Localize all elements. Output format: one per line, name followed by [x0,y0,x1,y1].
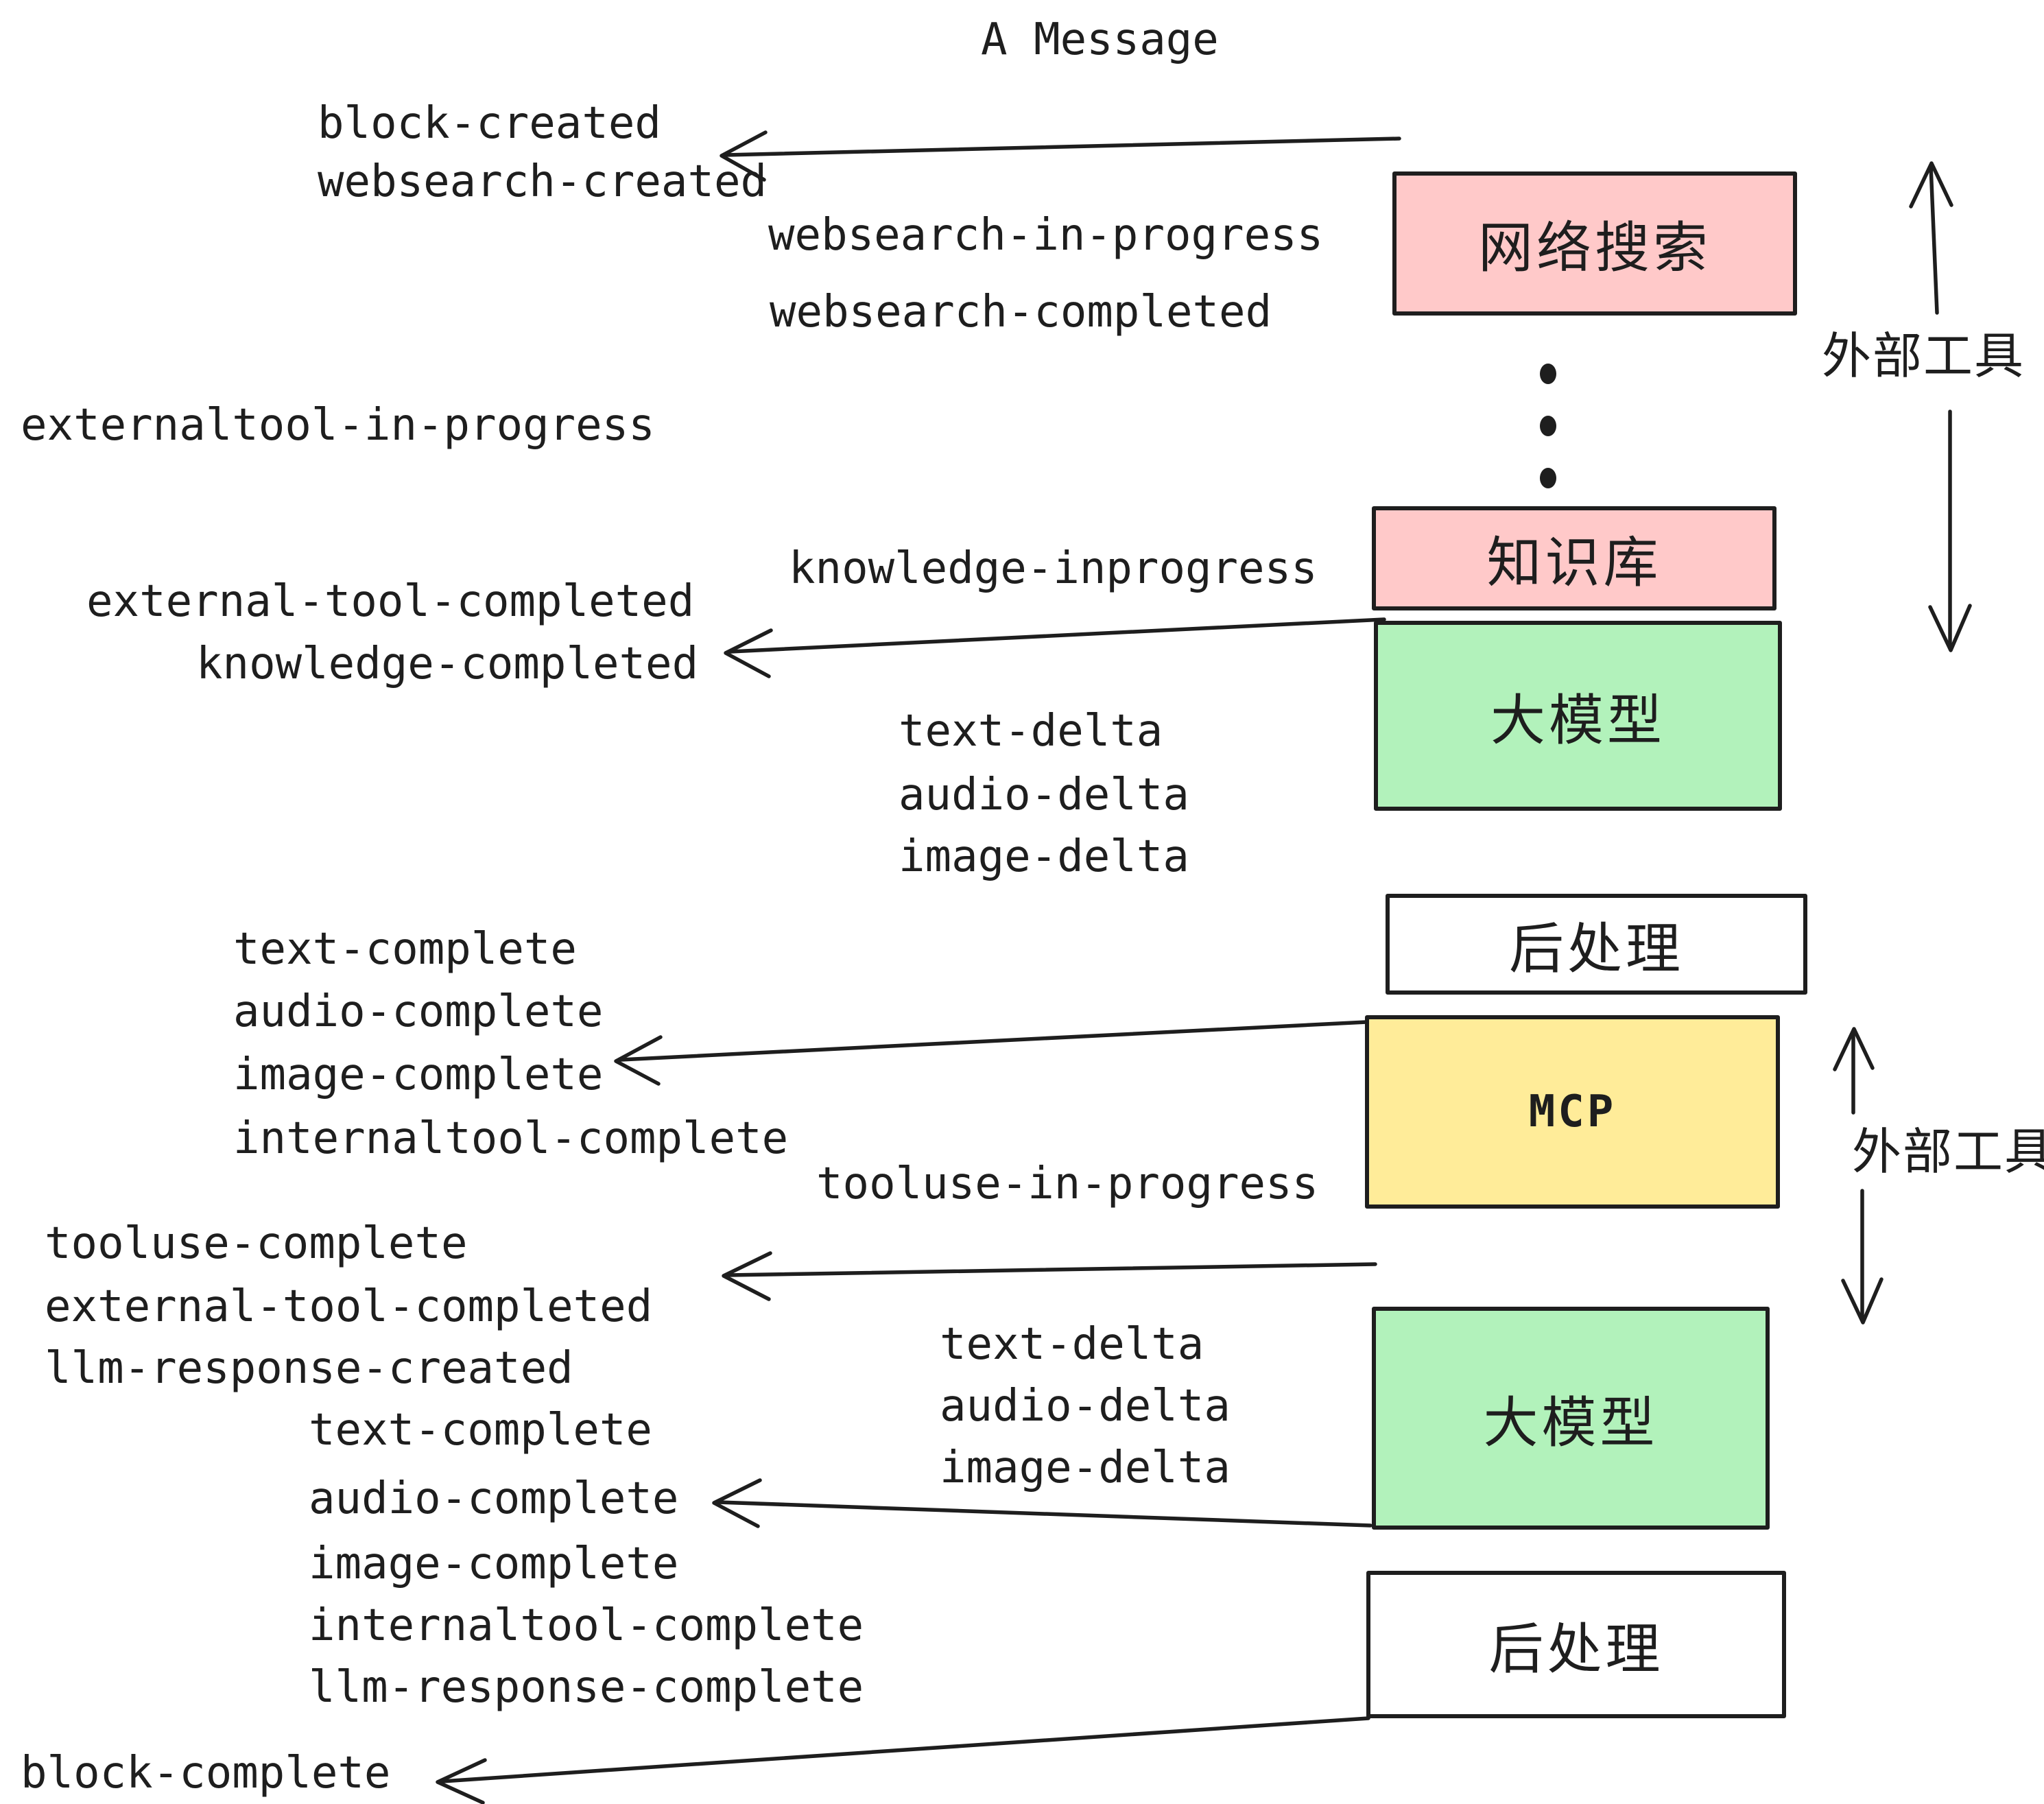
event-label-audio-delta-2: audio-delta [940,1381,1231,1432]
event-label-websearch-created: websearch-created [318,156,768,207]
event-label-externaltool-in-progress: externaltool-in-progress [21,400,655,451]
box-knowledge-label: 知识库 [1486,532,1662,593]
vertical-ellipsis-dot-1 [1540,364,1556,384]
box-mcp-label: MCP [1528,1087,1617,1137]
event-label-text-complete-1: text-complete [233,924,577,975]
event-label-llm-response-complete: llm-response-complete [309,1662,864,1713]
box-postprocess-2-label: 后处理 [1488,1618,1664,1680]
external-tools-span-arrow-up-1 [1909,161,1953,315]
event-label-text-complete-2: text-complete [309,1405,652,1456]
box-llm-2: 大模型 [1372,1307,1770,1530]
event-label-text-delta-1: text-delta [899,706,1163,757]
event-label-tooluse-in-progress: tooluse-in-progress [816,1159,1319,1209]
vertical-ellipsis-dot-2 [1540,416,1556,436]
box-mcp: MCP [1365,1015,1780,1209]
event-label-websearch-in-progress: websearch-in-progress [768,210,1324,261]
event-label-image-complete-1: image-complete [233,1049,604,1100]
event-label-image-delta-2: image-delta [940,1443,1231,1493]
box-postprocess-1-label: 后处理 [1509,918,1684,980]
external-tools-span-arrow-down-1 [1928,410,1972,652]
event-label-text-delta-2: text-delta [940,1319,1204,1370]
event-label-audio-complete-2: audio-complete [309,1473,679,1524]
external-tools-annotation-1: 外部工具 [1822,329,2025,384]
box-postprocess-1: 后处理 [1386,894,1807,995]
event-label-image-delta-1: image-delta [899,831,1189,882]
arrow-to-audio-complete [712,1478,1372,1528]
box-postprocess-2: 后处理 [1366,1571,1786,1718]
external-tools-annotation-2: 外部工具 [1852,1125,2044,1180]
box-knowledge: 知识库 [1372,506,1776,610]
event-label-websearch-completed: websearch-completed [770,287,1272,337]
event-label-external-tool-completed-1: external-tool-completed [86,576,695,627]
box-llm-1-label: 大模型 [1490,689,1665,751]
event-label-internaltool-complete-1: internaltool-complete [233,1113,789,1164]
event-label-knowledge-inprogress: knowledge-inprogress [789,543,1318,594]
external-tools-span-arrow-up-2 [1833,1027,1875,1115]
event-label-audio-complete-1: audio-complete [233,986,604,1037]
arrow-to-knowledge-completed [724,617,1386,678]
event-label-audio-delta-1: audio-delta [899,770,1189,820]
event-label-block-created: block-created [318,98,661,149]
arrow-to-external-tool-completed [722,1251,1377,1301]
vertical-ellipsis-dot-3 [1540,468,1556,488]
event-label-image-complete-2: image-complete [309,1539,679,1589]
event-label-external-tool-completed-2: external-tool-completed [45,1281,653,1332]
event-label-llm-response-created: llm-response-created [45,1343,573,1394]
event-label-knowledge-completed: knowledge-completed [196,639,699,689]
box-websearch-label: 网络搜索 [1478,217,1711,278]
arrow-to-block-complete [436,1716,1370,1804]
arrow-to-websearch-created [720,130,1401,182]
arrow-to-image-complete [614,1019,1382,1086]
event-label-block-complete: block-complete [21,1748,391,1799]
box-llm-1: 大模型 [1374,621,1782,811]
event-label-internaltool-complete-2: internaltool-complete [309,1600,864,1651]
page-title: A Message [981,14,1219,65]
box-llm-2-label: 大模型 [1483,1392,1659,1453]
box-websearch: 网络搜索 [1392,171,1797,316]
external-tools-span-arrow-down-2 [1841,1189,1883,1325]
event-label-tooluse-complete: tooluse-complete [45,1218,468,1269]
